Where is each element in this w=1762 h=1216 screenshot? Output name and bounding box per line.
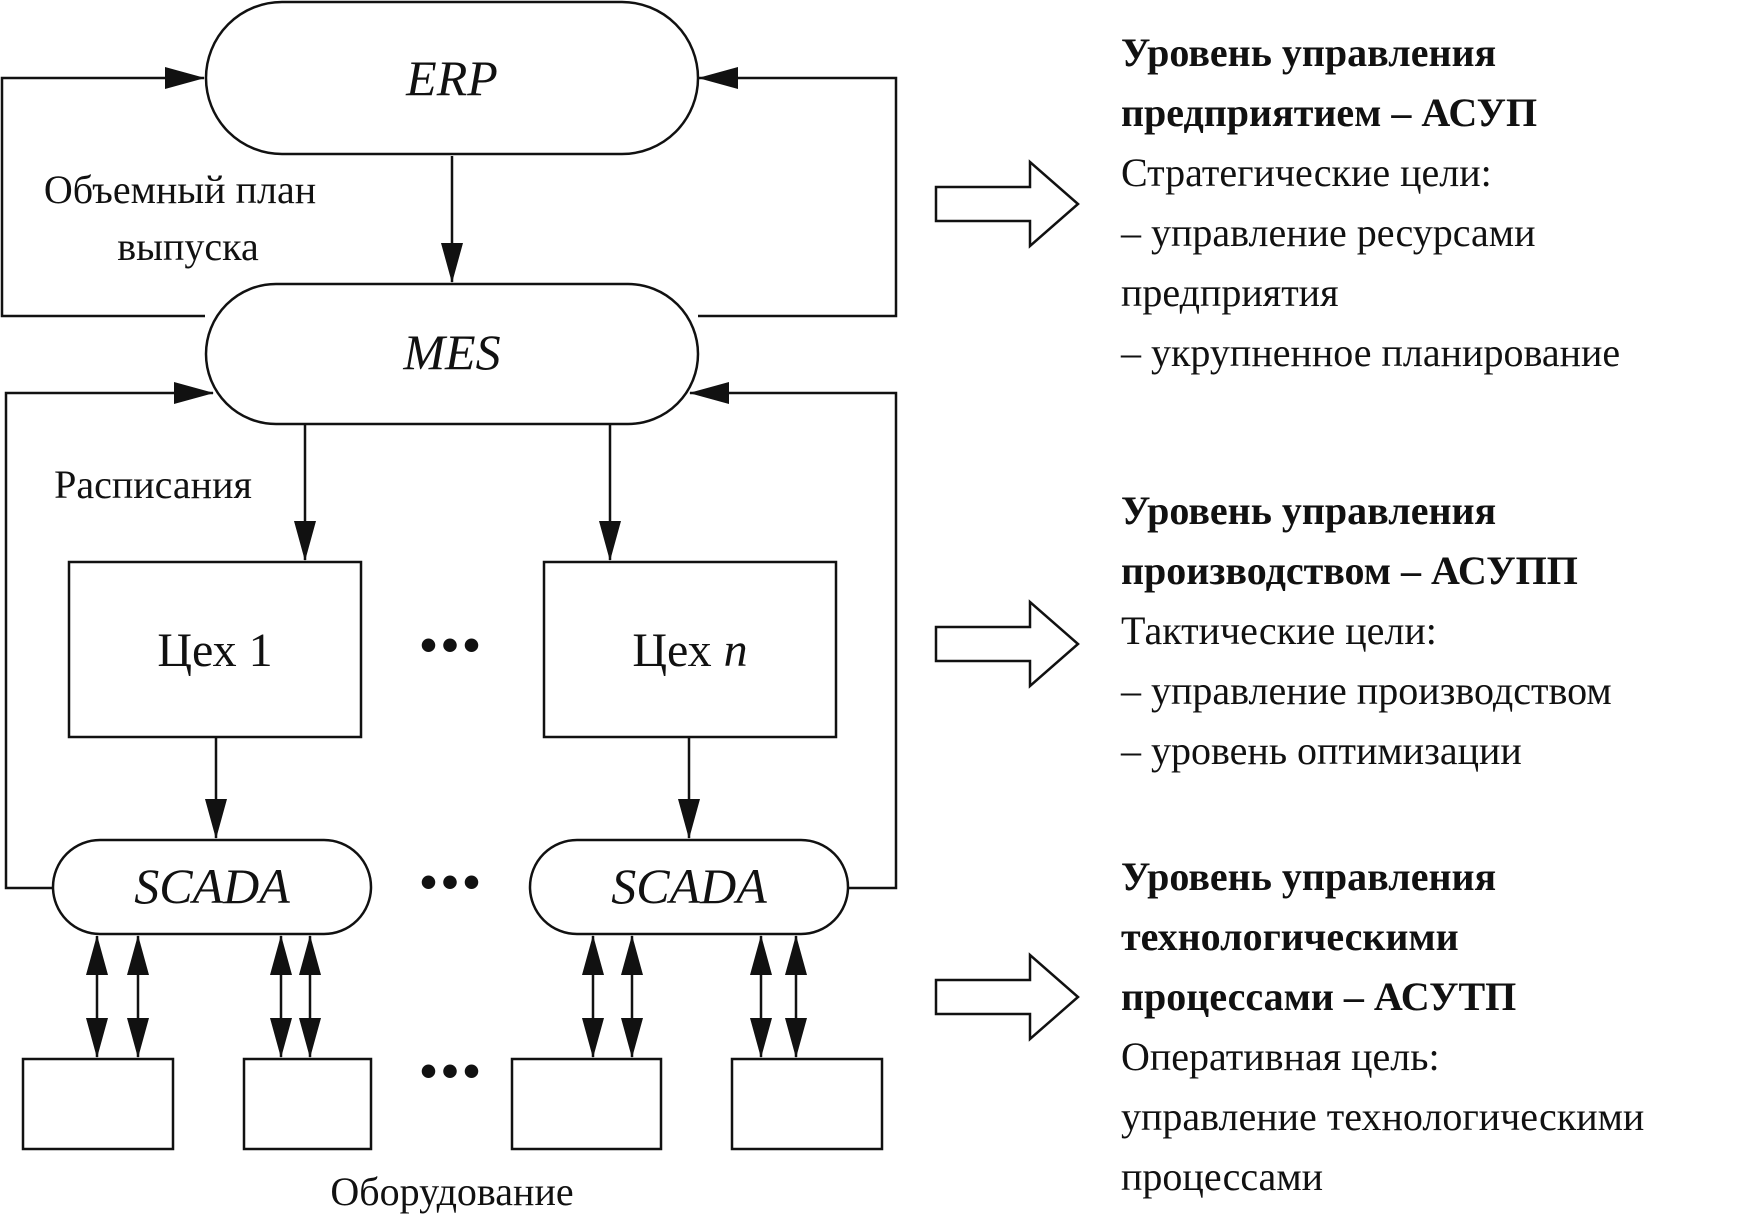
- shopn-node: [542, 560, 838, 739]
- equipment-box: [730, 1057, 884, 1151]
- level-body-line: – укрупненное планирование: [1120, 330, 1620, 375]
- level-body-line: – уровень оптимизации: [1120, 728, 1522, 773]
- level-enterprise-description: Уровень управления предприятием – АСУП С…: [1120, 30, 1620, 375]
- erp-node: [204, 0, 700, 156]
- scada2-node: [528, 838, 850, 936]
- level-body-line: Тактические цели:: [1121, 608, 1437, 653]
- level-body-line: управление технологическими: [1121, 1094, 1644, 1139]
- mes-label: MES: [402, 324, 500, 380]
- level-heading-line: Уровень управления: [1121, 30, 1496, 75]
- shop1-label: Цех 1: [157, 624, 272, 677]
- level-process-description: Уровень управления технологическими проц…: [1121, 854, 1644, 1199]
- shop1-node: [67, 560, 363, 739]
- level-body-line: Оперативная цель:: [1121, 1034, 1440, 1079]
- equipment-box: [21, 1057, 175, 1151]
- level-body-line: процессами: [1121, 1154, 1323, 1199]
- equipment-label: Оборудование: [330, 1169, 573, 1214]
- level-body-line: – управление производством: [1120, 668, 1612, 713]
- bidirectional-arrows: [86, 935, 807, 1058]
- erp-label: ERP: [405, 50, 498, 106]
- level-body-line: – управление ресурсами: [1120, 210, 1536, 255]
- ellipsis-shops: •••: [420, 617, 485, 673]
- level-arrow-enterprise: [934, 159, 1080, 249]
- level-production-description: Уровень управления производством – АСУПП…: [1120, 488, 1612, 773]
- volume-plan-label-line1: Объемный план: [44, 167, 316, 212]
- level-heading-line: технологическими: [1121, 914, 1459, 959]
- level-heading-line: процессами – АСУТП: [1121, 974, 1516, 1019]
- level-heading-line: предприятием – АСУП: [1121, 90, 1537, 135]
- level-heading-line: Уровень управления: [1121, 488, 1496, 533]
- mes-node: [204, 282, 700, 426]
- scada1-node: [51, 838, 373, 936]
- feedback-line-scada-to-mes-right: [689, 382, 898, 890]
- level-heading-line: производством – АСУПП: [1121, 548, 1578, 593]
- ellipsis-scada: •••: [420, 854, 485, 910]
- feedback-line-mes-to-erp-right: [698, 67, 898, 318]
- equipment-box: [510, 1057, 663, 1151]
- equipment-box: [242, 1057, 373, 1151]
- level-arrow-production: [934, 599, 1080, 689]
- scada2-label: SCADA: [611, 858, 767, 914]
- feedback-line-mes-to-erp-left: [0, 67, 205, 318]
- level-body-line: Стратегические цели:: [1121, 150, 1492, 195]
- ellipsis-equipment: •••: [420, 1043, 485, 1099]
- level-body-line: предприятия: [1121, 270, 1338, 315]
- level-arrow-process: [934, 952, 1080, 1042]
- level-heading-line: Уровень управления: [1121, 854, 1496, 899]
- feedback-line-scada-to-mes-left: [4, 382, 214, 890]
- schedules-label: Расписания: [54, 462, 252, 507]
- scada1-label: SCADA: [134, 858, 290, 914]
- volume-plan-label-line2: выпуска: [117, 224, 259, 269]
- shopn-label: Цех n: [632, 624, 747, 677]
